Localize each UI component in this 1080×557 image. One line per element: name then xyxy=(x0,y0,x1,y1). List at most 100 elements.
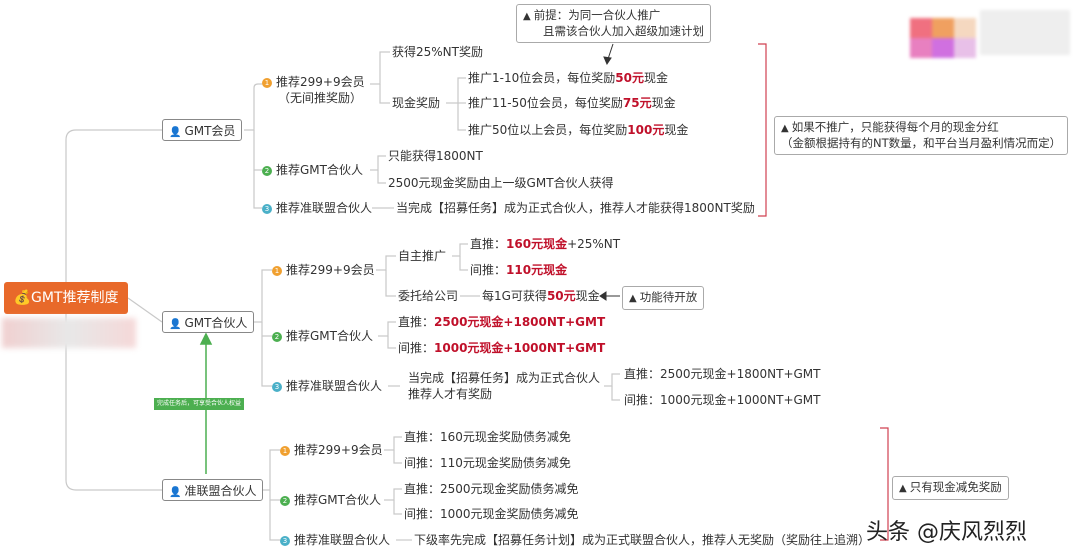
person-icon: 👤 xyxy=(169,487,182,498)
root-node[interactable]: 💰GMT推荐制度 xyxy=(4,282,128,314)
partners-gmt-indirect: 间推：1000元现金+1000NT+GMT xyxy=(398,340,605,356)
person-icon: 👤 xyxy=(169,127,182,138)
pending-label: 功能待开放 xyxy=(639,290,698,304)
node-gmt-partner[interactable]: 👤GMT合伙人 xyxy=(162,311,255,333)
quasi-recAlliance[interactable]: 3 推荐准联盟合伙人 xyxy=(280,532,390,548)
gmt-indirect-amount: 1000元现金+1000NT+GMT xyxy=(434,341,606,355)
priority-2-icon: 2 xyxy=(280,495,290,506)
delegate-pre: 每1G可获得 xyxy=(482,289,547,303)
partners-recGMT[interactable]: 2 推荐GMT合伙人 xyxy=(272,328,373,344)
tier1-post: 现金 xyxy=(643,71,668,85)
partners-recGMT-label: 推荐GMT合伙人 xyxy=(286,329,373,343)
partners-recAlliance-label: 推荐准联盟合伙人 xyxy=(286,379,383,393)
priority-1-icon: 1 xyxy=(280,445,290,456)
tier3-pre: 推广50位以上会员，每位奖励 xyxy=(468,123,628,137)
partners-alliance-direct: 直推：2500元现金+1800NT+GMT xyxy=(624,367,821,381)
members-only1800: 只能获得1800NT xyxy=(388,149,483,163)
tier1-pre: 推广1-10位会员，每位奖励 xyxy=(468,71,616,85)
priority-1-icon: 1 xyxy=(272,265,282,276)
tier2-post: 现金 xyxy=(651,96,676,110)
dividend-note: ▲如果不推广，只能获得每个月的现金分红 （金额根据持有的NT数量，和平台当月盈利… xyxy=(774,116,1069,155)
quasi-recAlliance-label: 推荐准联盟合伙人 xyxy=(294,533,391,547)
indirect-amount: 110元现金 xyxy=(506,263,568,277)
members-alliance-text: 当完成【招募任务】成为正式合伙人，推荐人才能获得1800NT奖励 xyxy=(396,201,755,215)
members-recAlliance[interactable]: 3 推荐准联盟合伙人 xyxy=(262,200,372,216)
warning-icon: ▲ xyxy=(523,11,531,22)
priority-3-icon: 3 xyxy=(262,203,272,214)
node-quasi-partner-label: 准联盟合伙人 xyxy=(184,484,257,498)
quasi-alliance-text: 下级率先完成【招募任务计划】成为正式联盟合伙人，推荐人无奖励（奖励往上追溯） xyxy=(414,533,871,547)
tier3-post: 现金 xyxy=(664,123,689,137)
tier1: 推广1-10位会员，每位奖励50元现金 xyxy=(468,70,668,86)
tier2-pre: 推广11-50位会员，每位奖励 xyxy=(468,96,623,110)
root-label: GMT推荐制度 xyxy=(30,290,119,306)
premise-line2: 且需该合伙人加入超级加速计划 xyxy=(543,24,704,38)
partners-self: 自主推广 xyxy=(398,249,447,263)
blurred-text xyxy=(2,318,136,348)
node-quasi-partner[interactable]: 👤准联盟合伙人 xyxy=(162,479,264,501)
members-rec299-sub: （无间推奖励） xyxy=(278,91,363,105)
cash-only-label: 只有现金减免奖励 xyxy=(909,480,1002,494)
gmt-direct-amount: 2500元现金+1800NT+GMT xyxy=(434,315,606,329)
indirect-pre: 间推： xyxy=(470,263,507,277)
partners-rec299-label: 推荐299+9会员 xyxy=(286,263,375,277)
tier2: 推广11-50位会员，每位奖励75元现金 xyxy=(468,95,676,111)
gmt-direct-pre: 直推： xyxy=(398,315,435,329)
direct-post: +25%NT xyxy=(567,237,621,251)
tier3-amount: 100元 xyxy=(627,123,665,137)
quasi-recGMT-label: 推荐GMT合伙人 xyxy=(294,493,381,507)
tier2-amount: 75元 xyxy=(622,96,652,110)
node-gmt-partner-label: GMT合伙人 xyxy=(184,316,248,330)
tier1-amount: 50元 xyxy=(615,71,644,85)
quasi-rec299[interactable]: 1 推荐299+9会员 xyxy=(280,442,383,458)
warning-icon: ▲ xyxy=(781,123,789,134)
person-icon: 👤 xyxy=(169,319,182,330)
premise-callout: ▲前提：为同一合伙人推广 且需该合伙人加入超级加速计划 xyxy=(516,4,711,43)
quasi-d1: 直推：160元现金奖励债务减免 xyxy=(404,430,571,444)
quasi-recGMT[interactable]: 2 推荐GMT合伙人 xyxy=(280,492,381,508)
members-rec299[interactable]: 1 推荐299+9会员 xyxy=(262,74,365,90)
priority-2-icon: 2 xyxy=(272,331,282,342)
priority-3-icon: 3 xyxy=(272,381,282,392)
partners-delegate: 委托给公司 xyxy=(398,289,459,303)
node-gmt-member-label: GMT会员 xyxy=(184,124,236,138)
partners-alliance-l1: 当完成【招募任务】成为正式合伙人 xyxy=(408,371,601,385)
gmt-indirect-pre: 间推： xyxy=(398,341,435,355)
quasi-i2: 间推：1000元现金奖励债务减免 xyxy=(404,507,579,521)
node-gmt-member[interactable]: 👤GMT会员 xyxy=(162,119,243,141)
note-line1: 如果不推广，只能获得每个月的现金分红 xyxy=(791,120,999,134)
upgrade-label: 完成任务后，可享受合伙人权益 xyxy=(154,398,245,410)
direct-amount: 160元现金 xyxy=(506,237,568,251)
money-bag-icon: 💰 xyxy=(13,290,31,306)
priority-1-icon: 1 xyxy=(262,77,272,88)
priority-2-icon: 2 xyxy=(262,165,272,176)
direct-pre: 直推： xyxy=(470,237,507,251)
members-recAlliance-label: 推荐准联盟合伙人 xyxy=(276,201,373,215)
pending-callout: ▲功能待开放 xyxy=(622,286,705,310)
blurred-image xyxy=(910,0,1070,60)
partners-alliance-l2: 推荐人才有奖励 xyxy=(408,387,493,401)
partners-delegate-reward: 每1G可获得50元现金 xyxy=(482,288,600,304)
partners-rec299[interactable]: 1 推荐299+9会员 xyxy=(272,262,375,278)
members-rec299-label: 推荐299+9会员 xyxy=(276,75,365,89)
partners-recAlliance[interactable]: 3 推荐准联盟合伙人 xyxy=(272,378,382,394)
tier3: 推广50位以上会员，每位奖励100元现金 xyxy=(468,122,688,138)
warning-icon: ▲ xyxy=(629,293,637,304)
members-cash: 现金奖励 xyxy=(392,96,441,110)
quasi-rec299-label: 推荐299+9会员 xyxy=(294,443,383,457)
partners-gmt-direct: 直推：2500元现金+1800NT+GMT xyxy=(398,314,605,330)
partners-indirect: 间推：110元现金 xyxy=(470,262,567,278)
members-cash2500: 2500元现金奖励由上一级GMT合伙人获得 xyxy=(388,176,614,190)
partners-direct: 直推：160元现金+25%NT xyxy=(470,236,620,252)
delegate-amount: 50元 xyxy=(546,289,576,303)
premise-line1: 前提：为同一合伙人推广 xyxy=(533,8,661,22)
note-line2: （金额根据持有的NT数量，和平台当月盈利情况而定） xyxy=(781,136,1062,150)
quasi-d2: 直推：2500元现金奖励债务减免 xyxy=(404,482,579,496)
priority-3-icon: 3 xyxy=(280,535,290,546)
watermark: 头条 @庆风烈烈 xyxy=(866,520,1027,545)
warning-icon: ▲ xyxy=(899,483,907,494)
cash-only-callout: ▲只有现金减免奖励 xyxy=(892,476,1009,500)
members-nt25: 获得25%NT奖励 xyxy=(392,45,483,59)
